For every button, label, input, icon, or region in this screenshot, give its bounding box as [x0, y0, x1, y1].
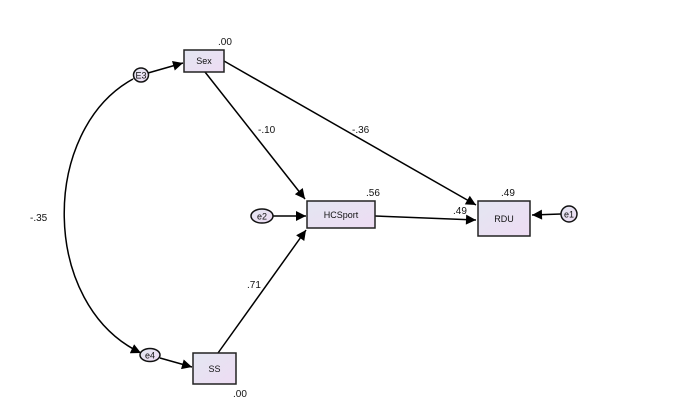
path-hcsport-rdu — [374, 214, 477, 225]
path-ss-hcsport — [217, 229, 307, 354]
error-label-e1: e1 — [564, 210, 574, 220]
node-hcsport[interactable]: HCSport — [306, 200, 376, 229]
error-e3[interactable]: E3 — [132, 67, 150, 83]
covariance-e3-e4 — [63, 69, 145, 354]
estimate-ss: .00 — [233, 389, 247, 400]
path-label-hcsport-rdu: .49 — [453, 206, 467, 217]
node-label-sex: Sex — [196, 56, 212, 66]
node-sex[interactable]: Sex — [183, 49, 225, 73]
node-label-rdu: RDU — [494, 214, 514, 224]
error-e2[interactable]: e2 — [250, 208, 274, 224]
error-e4[interactable]: e4 — [139, 347, 161, 363]
estimate-sex: .00 — [218, 37, 232, 48]
node-ss[interactable]: SS — [192, 352, 237, 385]
path-label-ss-hcsport: .71 — [247, 280, 261, 291]
path-e1-rdu — [531, 209, 562, 220]
error-label-e3: E3 — [135, 71, 146, 81]
node-label-ss: SS — [208, 364, 220, 374]
path-label-sex-rdu: -.36 — [352, 125, 370, 136]
path-sex-hcsport — [204, 71, 306, 200]
path-e3-sex — [147, 60, 184, 74]
path-e4-ss — [159, 357, 193, 370]
error-label-e4: e4 — [145, 351, 155, 361]
estimate-hcsport: .56 — [366, 188, 380, 199]
error-e1[interactable]: e1 — [560, 205, 578, 223]
path-label-sex-hcsport: -.10 — [258, 125, 276, 136]
covariance-label-e3-e4: -.35 — [30, 213, 48, 224]
path-sex-rdu — [223, 60, 477, 206]
node-label-hcsport: HCSport — [324, 210, 359, 220]
estimate-rdu: .49 — [501, 188, 515, 199]
node-rdu[interactable]: RDU — [477, 200, 531, 237]
error-label-e2: e2 — [257, 212, 267, 222]
